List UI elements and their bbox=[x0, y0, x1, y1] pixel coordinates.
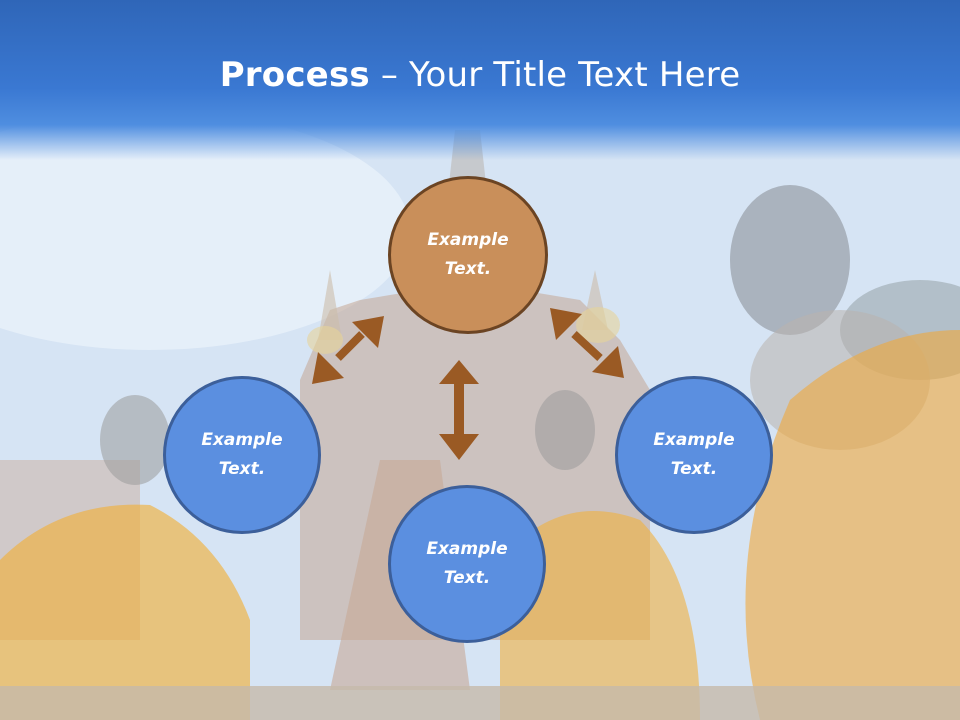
process-node-bottom: Example Text. bbox=[388, 485, 546, 643]
title-bar bbox=[0, 0, 960, 160]
node-bottom-line2: Text. bbox=[443, 568, 491, 588]
node-top-line1: Example bbox=[427, 230, 509, 250]
node-left-line2: Text. bbox=[218, 459, 266, 479]
slide-title: Process – Your Title Text Here bbox=[0, 48, 960, 102]
process-node-top: Example Text. bbox=[388, 176, 548, 334]
title-bold: Process bbox=[219, 55, 370, 95]
node-left-line1: Example bbox=[201, 430, 283, 450]
arrow-vertical bbox=[439, 360, 479, 460]
title-rest: – Your Title Text Here bbox=[369, 55, 741, 95]
node-right-line1: Example bbox=[653, 430, 735, 450]
arrow-top-right bbox=[550, 308, 624, 378]
node-right-line2: Text. bbox=[670, 459, 718, 479]
arrow-top-left bbox=[312, 316, 384, 384]
process-node-right: Example Text. bbox=[615, 376, 773, 534]
node-bottom-line1: Example bbox=[426, 539, 508, 559]
node-top-line2: Text. bbox=[444, 259, 492, 279]
process-node-left: Example Text. bbox=[163, 376, 321, 534]
